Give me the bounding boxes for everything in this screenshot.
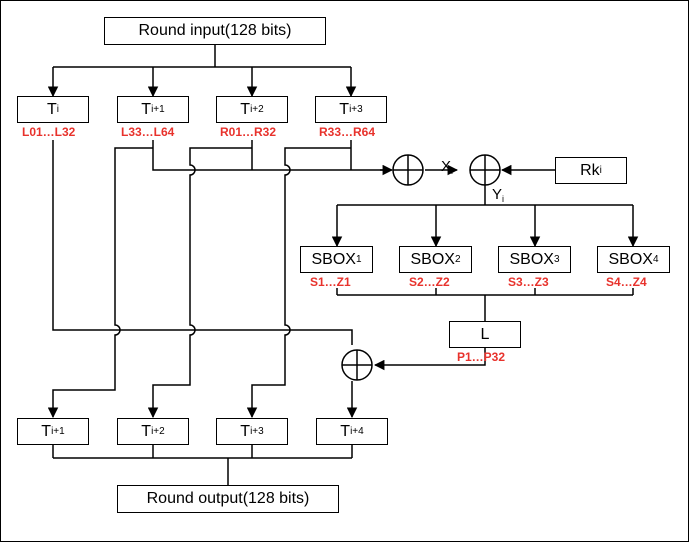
- round-output-box: Round output(128 bits): [117, 485, 339, 513]
- bit-label-l01-l32: L01…L32: [22, 125, 76, 139]
- sbox-bit-label-3: S3…Z3: [508, 275, 549, 289]
- wire-ti3-to-bottom-ti2: [246, 147, 351, 419]
- bit-label-r01-r32: R01…R32: [220, 125, 277, 139]
- word-sub: i+1: [151, 104, 165, 115]
- word-sub: i: [56, 104, 59, 115]
- word-sub: i+3: [349, 104, 363, 115]
- x-label: Xi: [441, 158, 454, 176]
- wire-l-to-xor3: [373, 347, 486, 371]
- linear-layer-label: L: [480, 325, 490, 343]
- xor-symbol-3: [341, 349, 373, 381]
- y-label: Yi: [492, 186, 505, 204]
- word-base: T: [240, 100, 251, 118]
- round-input-label: Round input(128 bits): [138, 22, 292, 39]
- wire-ti1-to-xor: [152, 140, 390, 171]
- sbox-bit-label-2: S2…Z2: [409, 275, 450, 289]
- round-output-label: Round output(128 bits): [146, 490, 310, 507]
- round-key-sub: i: [599, 165, 602, 176]
- linear-bit-label: P1…P32: [457, 350, 506, 364]
- word-base: T: [339, 100, 350, 118]
- word-base: T: [46, 100, 57, 118]
- sbox-bit-label-1: S1…Z1: [310, 275, 351, 289]
- wire-ti-to-xor: [52, 140, 353, 345]
- bit-label-l33-l64: L33…L64: [121, 125, 175, 139]
- linear-layer-box: L: [449, 321, 521, 348]
- round-input-box: Round input(128 bits): [104, 17, 326, 45]
- word-sub: i+2: [250, 104, 264, 115]
- wire-ti1-to-bottom-ti: [47, 147, 153, 419]
- xor-symbol-2: [469, 154, 501, 186]
- word-base: T: [141, 100, 152, 118]
- wire-ti2-to-bottom-ti1: [147, 147, 252, 419]
- round-key-base: Rk: [580, 161, 600, 179]
- bit-label-r33-r64: R33…R64: [319, 125, 376, 139]
- sbox-bit-label-4: S4…Z4: [606, 275, 647, 289]
- xor-symbol-1: [392, 154, 424, 186]
